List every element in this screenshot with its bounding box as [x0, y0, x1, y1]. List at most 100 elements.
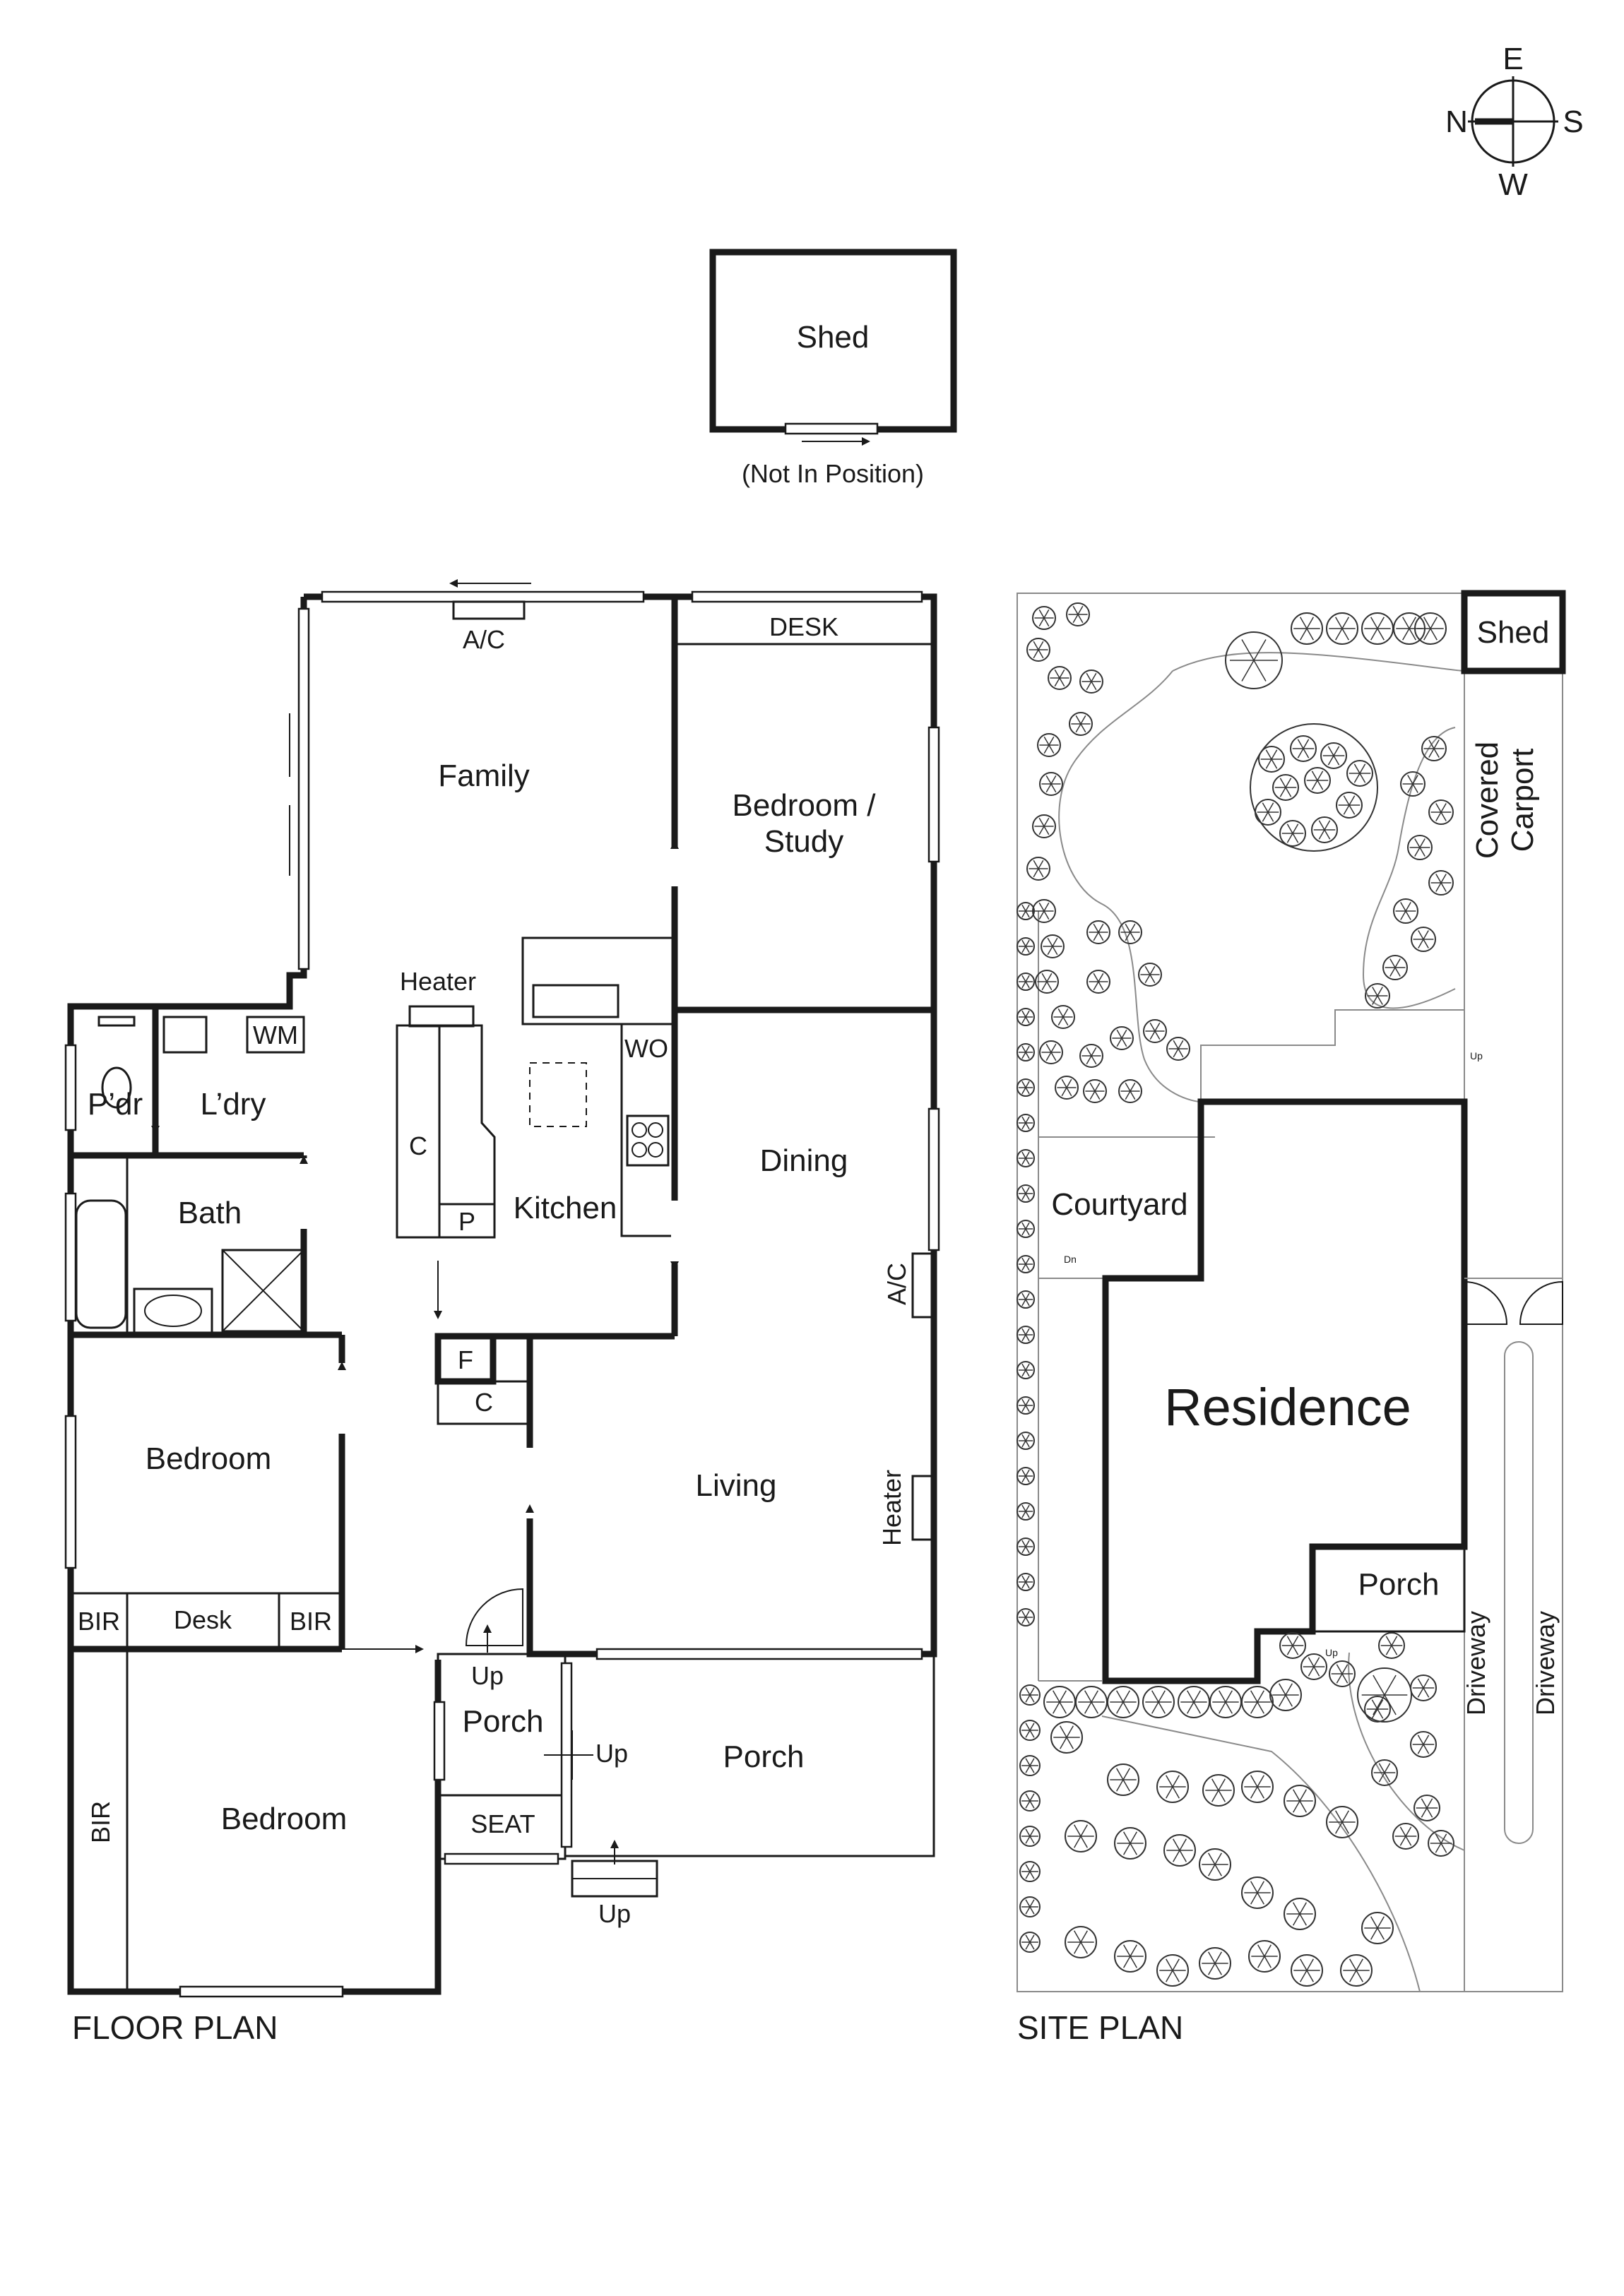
shrub-icon: [1393, 898, 1418, 924]
desk-upper-label: DESK: [769, 612, 838, 641]
shrub-icon: [1166, 1037, 1190, 1061]
shrub-icon: [1311, 816, 1338, 843]
floor-plan-caption: FLOOR PLAN: [72, 2009, 278, 2046]
shrub-icon: [1017, 1396, 1035, 1415]
site-plan-caption: SITE PLAN: [1017, 2009, 1183, 2046]
shrub-icon: [1017, 1361, 1035, 1379]
shrub-icon: [1041, 934, 1065, 958]
desk-lower-label: Desk: [174, 1605, 232, 1634]
shrub-icon: [1320, 742, 1347, 769]
shrub-icon: [1019, 1932, 1041, 1953]
shrub-icon: [1051, 1005, 1075, 1029]
shrub-icon: [1017, 1149, 1035, 1167]
shrub-icon: [1202, 1774, 1235, 1807]
heater-kitchen-label: Heater: [400, 967, 476, 996]
shrub-icon: [1258, 746, 1285, 773]
shrub-icon: [1017, 1502, 1035, 1521]
shed-detached: Shed (Not In Position): [709, 249, 957, 488]
shrub-icon: [1017, 1326, 1035, 1344]
shrub-icon: [1043, 1686, 1076, 1718]
shrub-icon: [1272, 774, 1299, 801]
shrub-icon: [1178, 1686, 1210, 1718]
up-steps-label: Up: [598, 1899, 631, 1928]
shrub-icon: [1346, 760, 1373, 787]
shrub-icon: [1065, 1926, 1097, 1958]
shrub-icon: [1086, 920, 1110, 944]
dining-label: Dining: [760, 1143, 848, 1178]
shed-note: (Not In Position): [742, 459, 924, 488]
shrub-icon: [1393, 612, 1426, 645]
carport-label-1: Covered: [1470, 742, 1505, 859]
shrub-icon: [1336, 792, 1363, 819]
shrub-icon: [1019, 1826, 1041, 1847]
shrub-icon: [1026, 857, 1050, 881]
site-up-b-label: Up: [1325, 1647, 1338, 1658]
shrub-icon: [1340, 1954, 1373, 1987]
shrub-icon: [1300, 1653, 1327, 1680]
living-label: Living: [696, 1468, 777, 1503]
shrub-icon: [1156, 1954, 1189, 1987]
compass-north-label: N: [1445, 105, 1468, 139]
shrub-icon: [1032, 606, 1056, 630]
floor-plan: Family Bedroom / Study DESK A/C Heater W…: [64, 579, 940, 2046]
heater-living-label: Heater: [877, 1470, 906, 1546]
courtyard-label: Courtyard: [1051, 1187, 1187, 1222]
shrub-icon: [1017, 902, 1035, 920]
bir-left-label: BIR: [78, 1607, 120, 1636]
shrub-icon: [1017, 1573, 1035, 1591]
shrub-icon: [1055, 1076, 1079, 1100]
shrub-icon: [1079, 1044, 1103, 1068]
shrub-icon: [1017, 1537, 1035, 1556]
shrub-icon: [1079, 670, 1103, 694]
powder-label: P’dr: [88, 1087, 143, 1122]
shrub-icon: [1378, 1632, 1405, 1659]
shrub-icon: [1019, 1896, 1041, 1917]
site-shed-label: Shed: [1477, 615, 1550, 650]
shrub-icon: [1019, 1755, 1041, 1776]
ac-dining-label: A/C: [882, 1263, 911, 1305]
shrub-icon: [1361, 612, 1394, 645]
shrub-icon: [1110, 1026, 1134, 1050]
site-dn-label: Dn: [1064, 1254, 1077, 1265]
compass-rose: E N S W: [1445, 42, 1584, 202]
shrub-icon: [1241, 1771, 1274, 1803]
shrub-icon: [1035, 970, 1059, 994]
shrub-icon: [1241, 1686, 1274, 1718]
shrub-icon: [1107, 1763, 1139, 1796]
shrub-icon: [1248, 1940, 1281, 1973]
shrub-icon: [1225, 631, 1283, 689]
shrub-icon: [1019, 1720, 1041, 1741]
shrub-icon: [1392, 1823, 1419, 1850]
shrub-icon: [1428, 870, 1454, 896]
shed-label: Shed: [797, 320, 870, 355]
garden-shrubs: [1017, 602, 1454, 1987]
wm-label: WM: [253, 1021, 298, 1049]
bedroom-2-label: Bedroom: [221, 1802, 348, 1836]
shrub-icon: [1407, 835, 1433, 860]
shrub-icon: [1255, 799, 1281, 826]
cupboard-hall-label: C: [475, 1388, 493, 1417]
cupboard-kitchen-label: C: [409, 1131, 427, 1160]
shrub-icon: [1019, 1861, 1041, 1882]
shrub-icon: [1017, 1008, 1035, 1026]
shrub-icon: [1086, 970, 1110, 994]
shrub-icon: [1284, 1785, 1316, 1817]
laundry-label: L’dry: [201, 1087, 266, 1122]
shrub-icon: [1017, 1467, 1035, 1485]
shrub-icon: [1114, 1940, 1146, 1973]
shrub-icon: [1019, 1684, 1041, 1706]
residence-label: Residence: [1164, 1378, 1411, 1437]
shrub-icon: [1410, 1675, 1437, 1701]
shrub-icon: [1138, 963, 1162, 987]
shrub-icon: [1075, 1686, 1108, 1718]
shrub-icon: [1143, 1019, 1167, 1043]
bedroom-1-label: Bedroom: [146, 1441, 272, 1476]
carport-label-2: Carport: [1505, 749, 1540, 852]
site-up-a-label: Up: [1470, 1050, 1483, 1061]
shrub-icon: [1291, 1954, 1323, 1987]
shrub-icon: [1066, 602, 1090, 626]
shrub-icon: [1329, 1660, 1356, 1687]
shrub-icon: [1142, 1686, 1175, 1718]
shrub-icon: [1382, 955, 1408, 980]
shrub-icon: [1428, 799, 1454, 825]
